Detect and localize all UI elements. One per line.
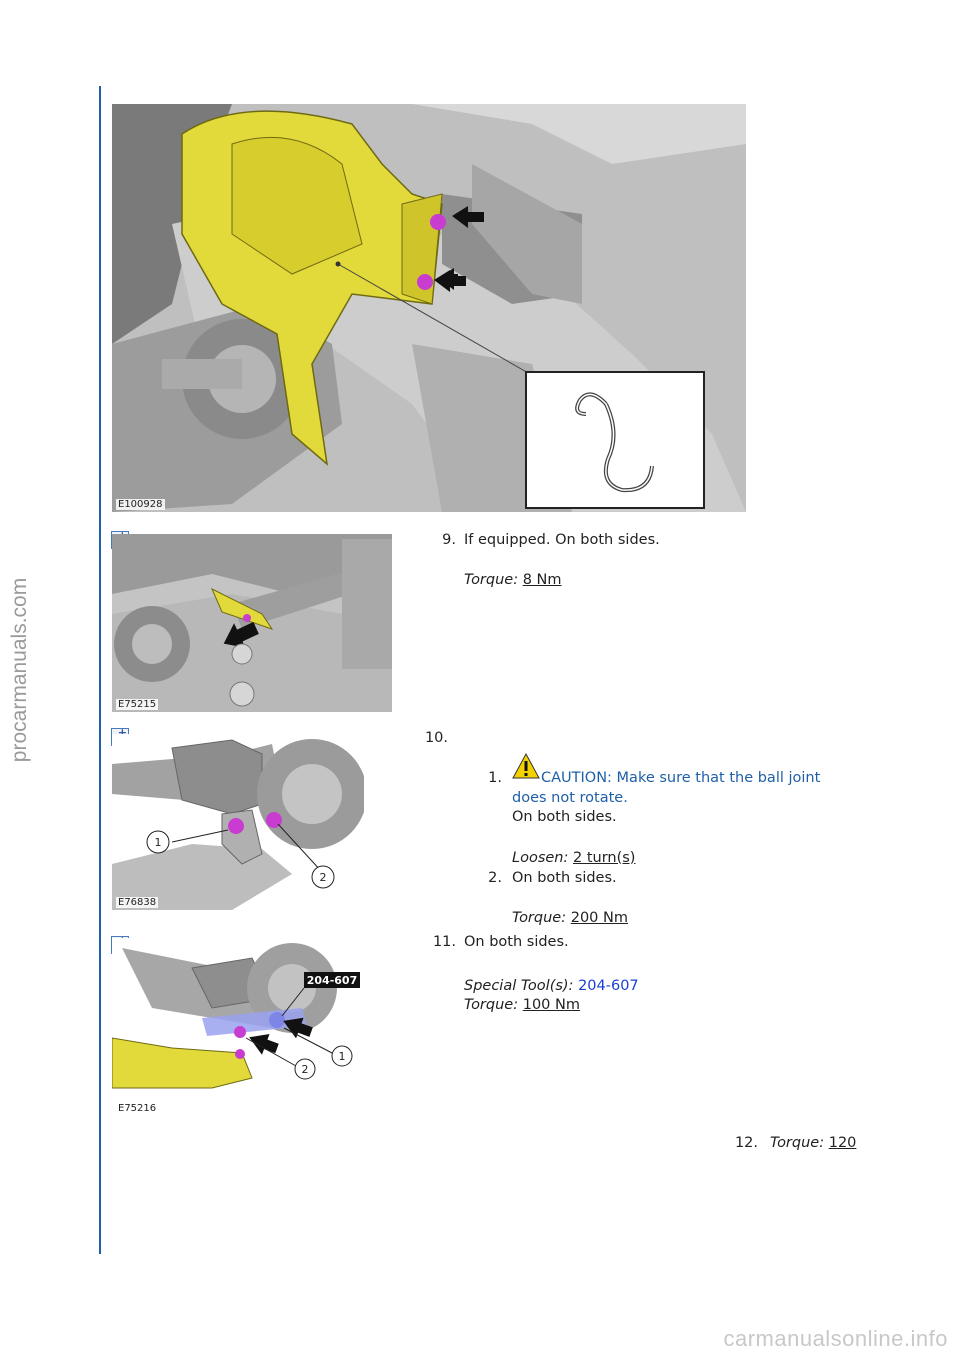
substep-number: 1. <box>488 770 502 786</box>
torque-label: Torque: <box>464 572 519 588</box>
torque-value: 8 Nm <box>522 572 562 588</box>
step-text: On both sides. <box>464 934 569 950</box>
torque-value: 100 Nm <box>522 997 580 1013</box>
warning-icon <box>512 753 540 779</box>
callout-2: 2 <box>320 871 327 884</box>
torque-value: 200 Nm <box>570 910 628 926</box>
tool-callout: 204-607 <box>307 974 358 987</box>
loosen-value: 2 turn(s) <box>572 850 636 866</box>
special-tool-link[interactable]: 204-607 <box>578 978 639 994</box>
figure-id: E75216 <box>116 1103 159 1114</box>
substep-text: On both sides. <box>512 809 617 825</box>
torque-label: Torque: <box>512 910 567 926</box>
step-9-illustration: E75215 <box>112 534 392 712</box>
step-number: 9. <box>442 532 456 548</box>
main-illustration: E100928 <box>112 104 746 512</box>
figure-id: E75215 <box>116 699 159 710</box>
step-10: 10. 1. CAUTION: Make sure that the ball … <box>420 728 900 928</box>
step-number: 11. <box>432 934 456 950</box>
watermark-side: procarmanuals.com <box>8 577 31 763</box>
figure-id: E100928 <box>116 499 165 510</box>
step-number: 10. <box>424 730 448 746</box>
watermark-bottom: carmanualsonline.info <box>723 1326 948 1351</box>
step-text: If equipped. On both sides. <box>464 532 660 548</box>
left-rule <box>99 86 101 1254</box>
step-10-illustration: 1 2 E76838 <box>112 734 364 910</box>
caution-text: CAUTION: Make sure that the ball joint <box>541 770 821 786</box>
substep-number: 2. <box>488 870 502 886</box>
callout-1: 1 <box>339 1050 346 1063</box>
callout-2: 2 <box>302 1063 309 1076</box>
torque-value: 120 <box>828 1135 857 1151</box>
step-11-illustration: 204-607 1 2 E75216 <box>112 938 368 1116</box>
substep-text: On both sides. <box>512 870 617 886</box>
loosen-label: Loosen: <box>512 850 569 866</box>
special-tool-label: Special Tool(s): <box>464 978 574 994</box>
step-number: 12. <box>734 1135 758 1151</box>
step-11: 11. On both sides. Special Tool(s): 204-… <box>420 932 900 1022</box>
callout-1: 1 <box>155 836 162 849</box>
torque-label: Torque: <box>464 997 519 1013</box>
caution-text-cont: does not rotate. <box>512 790 628 806</box>
torque-label: Torque: <box>770 1135 825 1151</box>
figure-id: E76838 <box>116 897 159 908</box>
